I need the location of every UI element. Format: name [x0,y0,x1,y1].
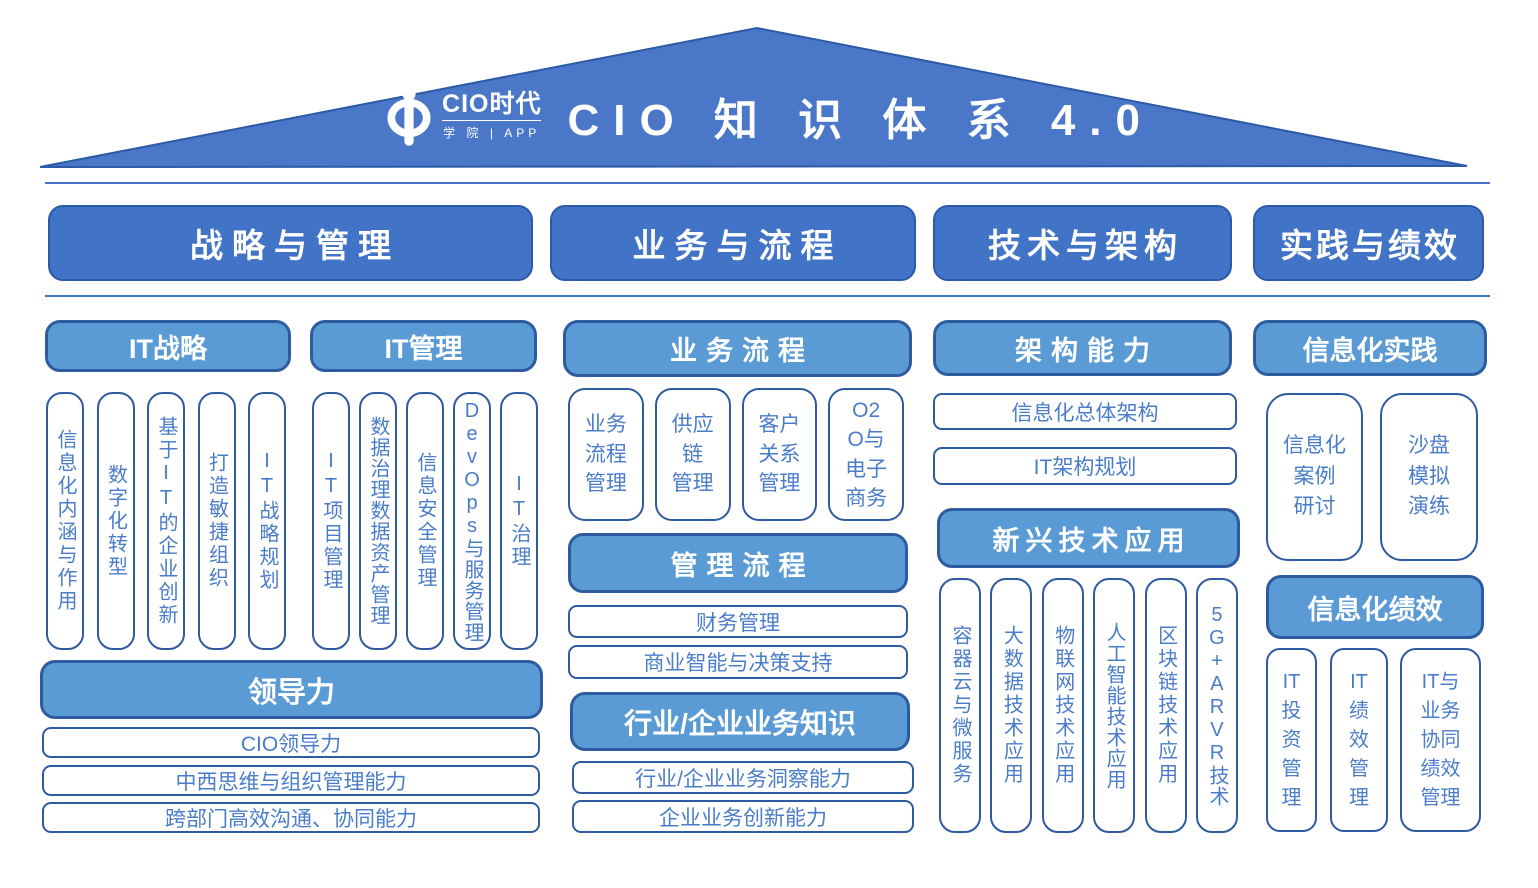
item-box: 业务 流程 管理 [568,388,644,521]
item-label: 打造敏捷组织 [205,452,228,590]
item-label: 数据治理数据资产管理 [367,416,389,626]
item-box: 人工智能技术应用 [1093,578,1136,833]
item-box: IT治理 [500,392,538,650]
item-label: IT项目管理 [320,450,342,592]
item-label: 大数据技术应用 [1000,625,1023,786]
divider-top [45,182,1490,184]
item-box: 数字化转型 [96,392,135,650]
item-box: 信息安全管理 [406,392,444,650]
subheader-it-strategy: IT战略 [45,320,291,372]
subheader-informatization-performance: 信息化绩效 [1266,575,1484,639]
item-box: 容器云与微服务 [939,578,981,833]
practice-item-box: 信息化 案例 研讨 [1266,393,1363,561]
pillar-strategy: 战略与管理 [48,205,533,281]
industry-item: 行业/企业业务洞察能力 [572,761,914,794]
pillar-technology: 技术与架构 [933,205,1232,281]
item-box: 5G+ARVR技术 [1195,578,1238,833]
performance-item-box: IT与 业务 协同 绩效 管理 [1400,648,1481,832]
item-label: IT战略规划 [256,450,278,592]
subheader-leadership: 领导力 [40,660,543,719]
architecture-item: IT架构规划 [933,447,1237,485]
subheader-management-process: 管理流程 [568,533,908,593]
leadership-item: CIO领导力 [42,727,540,758]
item-label: 基于IT的企业创新 [155,415,177,627]
leadership-item: 中西思维与组织管理能力 [42,765,540,796]
leadership-item: 跨部门高效沟通、协同能力 [42,802,540,833]
subheader-emerging-tech: 新兴技术应用 [937,508,1240,568]
item-box: 供应 链 管理 [654,388,731,521]
item-label: 人工智能技术应用 [1103,621,1126,790]
logo-name: CIO时代 [442,89,542,118]
logo-text: CIO时代 学 院 | APP [442,89,542,142]
item-label: 物联网技术应用 [1051,625,1074,786]
roof-header: CIO时代 学 院 | APP CIO 知 识 体 系 4.0 [0,84,1538,148]
item-label: 5G+ARVR技术 [1205,604,1228,807]
subheader-business-process: 业务流程 [563,320,912,377]
item-label: DevOps与服务管理 [461,399,483,643]
diagram-title: CIO 知 识 体 系 4.0 [567,96,1154,145]
item-label: IT治理 [508,473,530,569]
item-label: 区块链技术应用 [1154,625,1177,786]
item-box: 打造敏捷组织 [197,392,236,650]
item-box: 信息化内涵与作用 [46,392,84,650]
industry-item: 企业业务创新能力 [572,800,914,833]
item-label: 信息化内涵与作用 [54,429,76,613]
subheader-architecture: 架构能力 [933,320,1232,376]
architecture-item: 信息化总体架构 [933,393,1237,430]
item-box: DevOps与服务管理 [453,392,491,650]
pillar-business: 业务与流程 [550,205,916,281]
subheader-informatization-practice: 信息化实践 [1253,320,1487,376]
item-box: IT战略规划 [248,392,286,650]
item-label: 数字化转型 [104,463,127,579]
management-process-item: 商业智能与决策支持 [568,645,908,679]
item-box: IT项目管理 [312,392,350,650]
it-management-items: IT项目管理 数据治理数据资产管理 信息安全管理 DevOps与服务管理 IT治… [312,392,538,650]
item-box: O2 O与 电子 商务 [828,388,904,521]
item-box: 客户 关系 管理 [741,388,818,521]
item-label: 容器云与微服务 [949,625,971,786]
business-process-items: 业务 流程 管理 供应 链 管理 客户 关系 管理 O2 O与 电子 商务 [568,388,904,521]
item-label: 信息安全管理 [414,452,436,590]
item-box: 区块链技术应用 [1144,578,1187,833]
subheader-it-management: IT管理 [310,320,537,372]
practice-item-box: 沙盘 模拟 演练 [1380,393,1478,561]
pillar-practice: 实践与绩效 [1253,205,1484,281]
subheader-industry-knowledge: 行业/企业业务知识 [570,692,910,751]
emerging-tech-items: 容器云与微服务 大数据技术应用 物联网技术应用 人工智能技术应用 区块链技术应用… [939,578,1238,833]
performance-item-box: IT 投 资 管 理 [1266,648,1317,832]
item-box: 物联网技术应用 [1041,578,1084,833]
logo-subtitle: 学 院 | APP [442,120,542,141]
item-box: 基于IT的企业创新 [147,392,185,650]
person-logo-icon [387,87,431,146]
divider-pillars [45,295,1490,297]
item-box: 大数据技术应用 [990,578,1033,833]
cio-times-logo: CIO时代 学 院 | APP [384,85,542,147]
it-strategy-items: 信息化内涵与作用 数字化转型 基于IT的企业创新 打造敏捷组织 IT战略规划 [46,392,286,650]
management-process-item: 财务管理 [568,605,908,638]
performance-item-box: IT 绩 效 管 理 [1330,648,1388,832]
item-box: 数据治理数据资产管理 [359,392,397,650]
